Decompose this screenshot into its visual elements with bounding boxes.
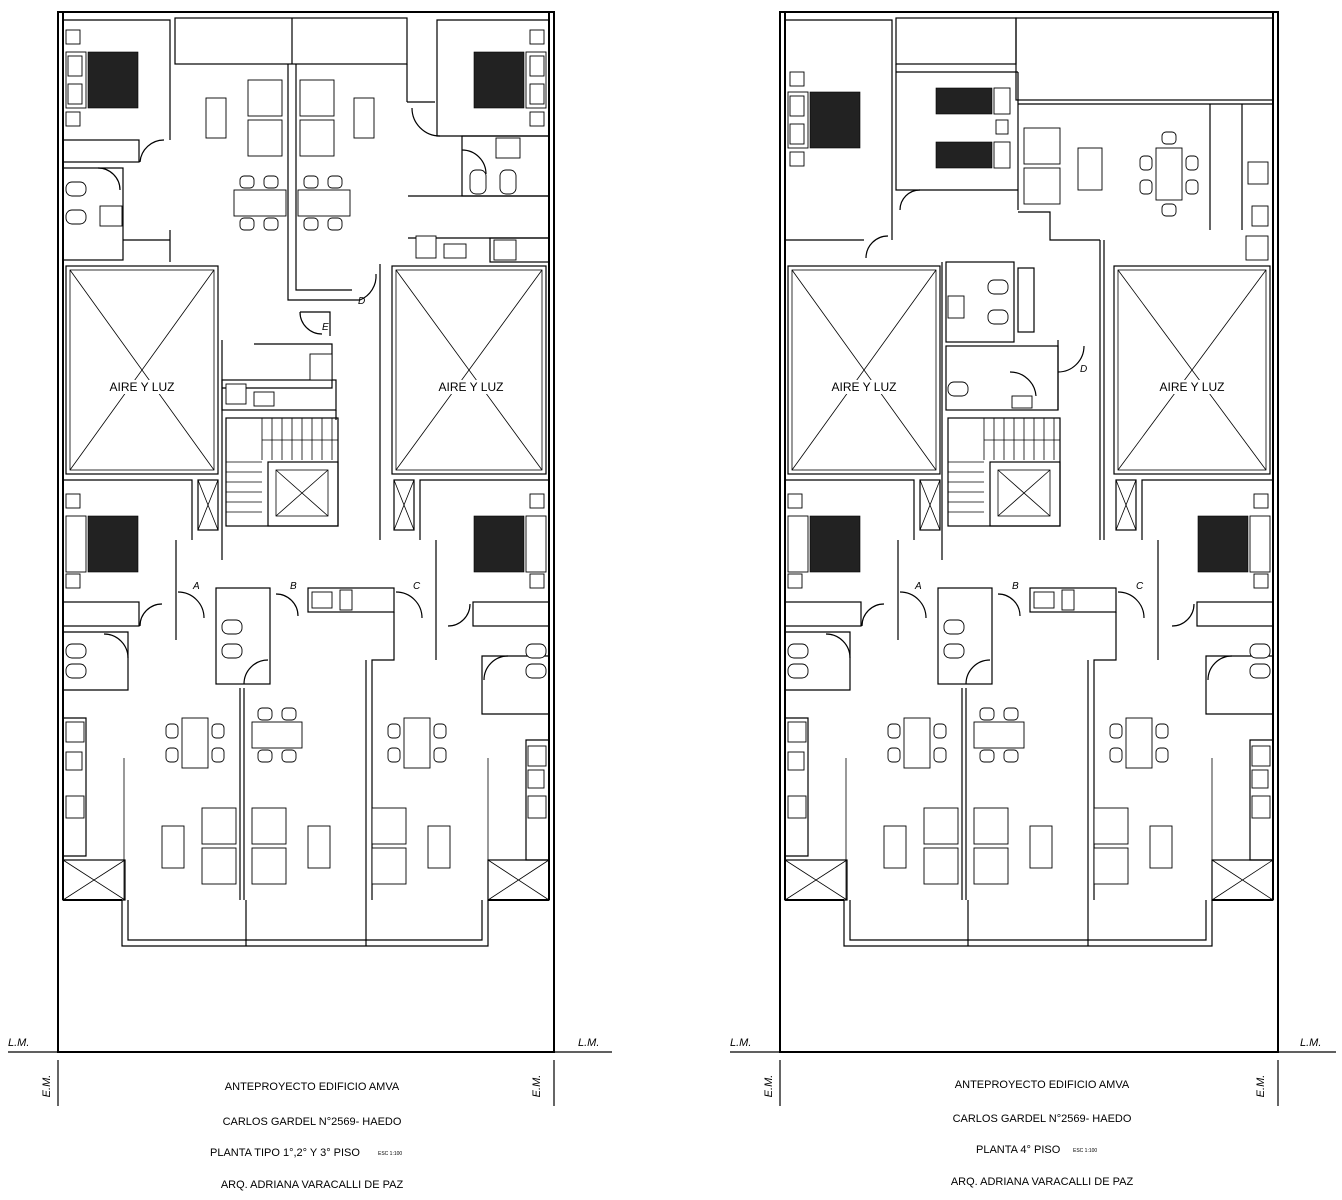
scale-label: ESC 1:100	[378, 1151, 402, 1157]
door-label-c: C	[1136, 581, 1144, 592]
floor-title: PLANTA TIPO 1°,2° Y 3° PISO	[210, 1147, 360, 1159]
shaft-right	[393, 479, 415, 531]
dining-table	[165, 717, 225, 769]
architect-name: ARQ. ADRIANA VARACALLI DE PAZ	[951, 1176, 1134, 1188]
dining-table	[233, 175, 287, 231]
scale-label: ESC 1:100	[1073, 1148, 1097, 1154]
void-label: AIRE Y LUZ	[1160, 380, 1225, 394]
dining-table	[1139, 131, 1199, 217]
municipal-line-label: L.M.	[730, 1037, 751, 1049]
project-address: CARLOS GARDEL N°2569- HAEDO	[953, 1113, 1132, 1125]
project-title: ANTEPROYECTO EDIFICIO AMVA	[955, 1079, 1130, 1091]
void-label: AIRE Y LUZ	[110, 380, 175, 394]
shaft-left	[919, 479, 941, 531]
project-address: CARLOS GARDEL N°2569- HAEDO	[223, 1116, 402, 1128]
plan-walls	[57, 11, 555, 1053]
lower-unit-walls	[784, 479, 1274, 947]
building-line-label: E.M.	[531, 1075, 543, 1098]
plan-walls	[779, 11, 1279, 1053]
dining-table	[1109, 717, 1169, 769]
living-set	[161, 79, 451, 885]
bed	[473, 29, 547, 127]
door-label-b: B	[290, 581, 297, 592]
bed	[473, 493, 547, 589]
door-label-d: D	[358, 296, 365, 307]
bed	[65, 493, 139, 589]
dining-table	[297, 175, 351, 231]
floor-title: PLANTA 4° PISO	[976, 1144, 1061, 1156]
building-line-label: E.M.	[1255, 1075, 1267, 1098]
fixtures	[65, 137, 547, 819]
bed	[787, 493, 861, 589]
air-light-void-right: AIRE Y LUZ	[391, 265, 547, 475]
municipal-line-label: L.M.	[578, 1037, 599, 1049]
building-line-label: E.M.	[41, 1075, 53, 1098]
door-label-b: B	[1012, 581, 1019, 592]
air-light-void-left: AIRE Y LUZ	[65, 265, 219, 475]
air-light-void-right: AIRE Y LUZ	[1113, 265, 1271, 475]
stair-elevator-core	[225, 417, 339, 527]
twin-beds	[935, 87, 1011, 169]
dining-table	[887, 717, 947, 769]
shaft-right	[1115, 479, 1137, 531]
air-light-void-left: AIRE Y LUZ	[787, 265, 941, 475]
door-label-a: A	[192, 581, 200, 592]
door-label-a: A	[914, 581, 922, 592]
municipal-line-label: L.M.	[8, 1037, 29, 1049]
void-label: AIRE Y LUZ	[439, 380, 504, 394]
door-label-d: D	[1080, 364, 1087, 375]
door-label-c: C	[413, 581, 421, 592]
dining-table	[251, 707, 303, 763]
lower-unit-walls	[62, 479, 550, 947]
living-set	[883, 127, 1173, 885]
bed	[65, 29, 139, 127]
fixtures	[787, 161, 1271, 819]
door-label-e: E	[322, 322, 329, 333]
void-label: AIRE Y LUZ	[832, 380, 897, 394]
building-line-label: E.M.	[763, 1075, 775, 1098]
dining-table	[973, 707, 1025, 763]
bed	[787, 71, 861, 167]
project-title: ANTEPROYECTO EDIFICIO AMVA	[225, 1081, 400, 1093]
bed	[1197, 493, 1271, 589]
stair-elevator-core	[947, 417, 1061, 527]
dining-table	[387, 717, 447, 769]
architect-name: ARQ. ADRIANA VARACALLI DE PAZ	[221, 1179, 404, 1191]
municipal-line-label: L.M.	[1300, 1037, 1321, 1049]
shaft-left	[197, 479, 219, 531]
plan-typical: AIRE Y LUZ AIRE Y LUZ	[8, 11, 612, 1191]
plan-fourth-floor: AIRE Y LUZ AIRE Y LUZ	[730, 11, 1336, 1188]
